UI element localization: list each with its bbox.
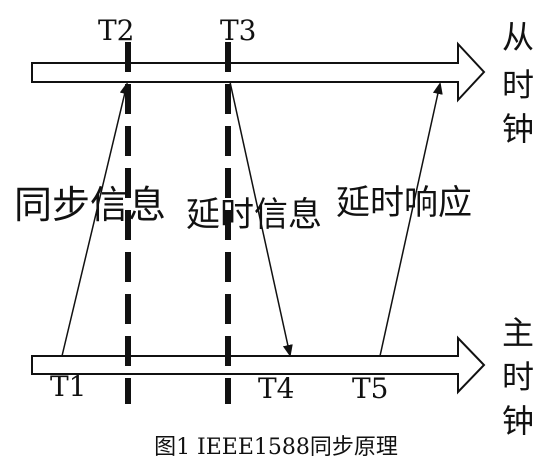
delay-response-label: 延时响应 bbox=[336, 183, 472, 223]
delay-request-label: 延时信息 bbox=[186, 195, 322, 235]
sync-message-label: 同步信息 bbox=[14, 183, 166, 227]
slave-clock-label-char-3: 钟 bbox=[502, 110, 534, 148]
figure-caption: 图1 IEEE1588同步原理 bbox=[154, 435, 398, 460]
slave-clock-timeline bbox=[31, 41, 486, 103]
delay-response-arrow bbox=[379, 82, 443, 357]
t4-label: T4 bbox=[258, 372, 295, 405]
t3-label: T3 bbox=[220, 14, 257, 47]
slave-clock-label-char-1: 从 bbox=[502, 18, 534, 56]
slave-clock-label-char-2: 时 bbox=[502, 66, 534, 104]
t5-label: T5 bbox=[352, 372, 389, 405]
master-clock-label-char-1: 主 bbox=[502, 314, 534, 352]
delay-request-arrow bbox=[229, 81, 293, 357]
sync-message-arrow bbox=[61, 82, 130, 357]
t1-label: T1 bbox=[50, 370, 87, 403]
t2-label: T2 bbox=[98, 14, 135, 47]
master-clock-label-char-2: 时 bbox=[502, 358, 534, 396]
master-clock-label-char-3: 钟 bbox=[502, 402, 534, 440]
master-clock-timeline bbox=[31, 335, 486, 395]
